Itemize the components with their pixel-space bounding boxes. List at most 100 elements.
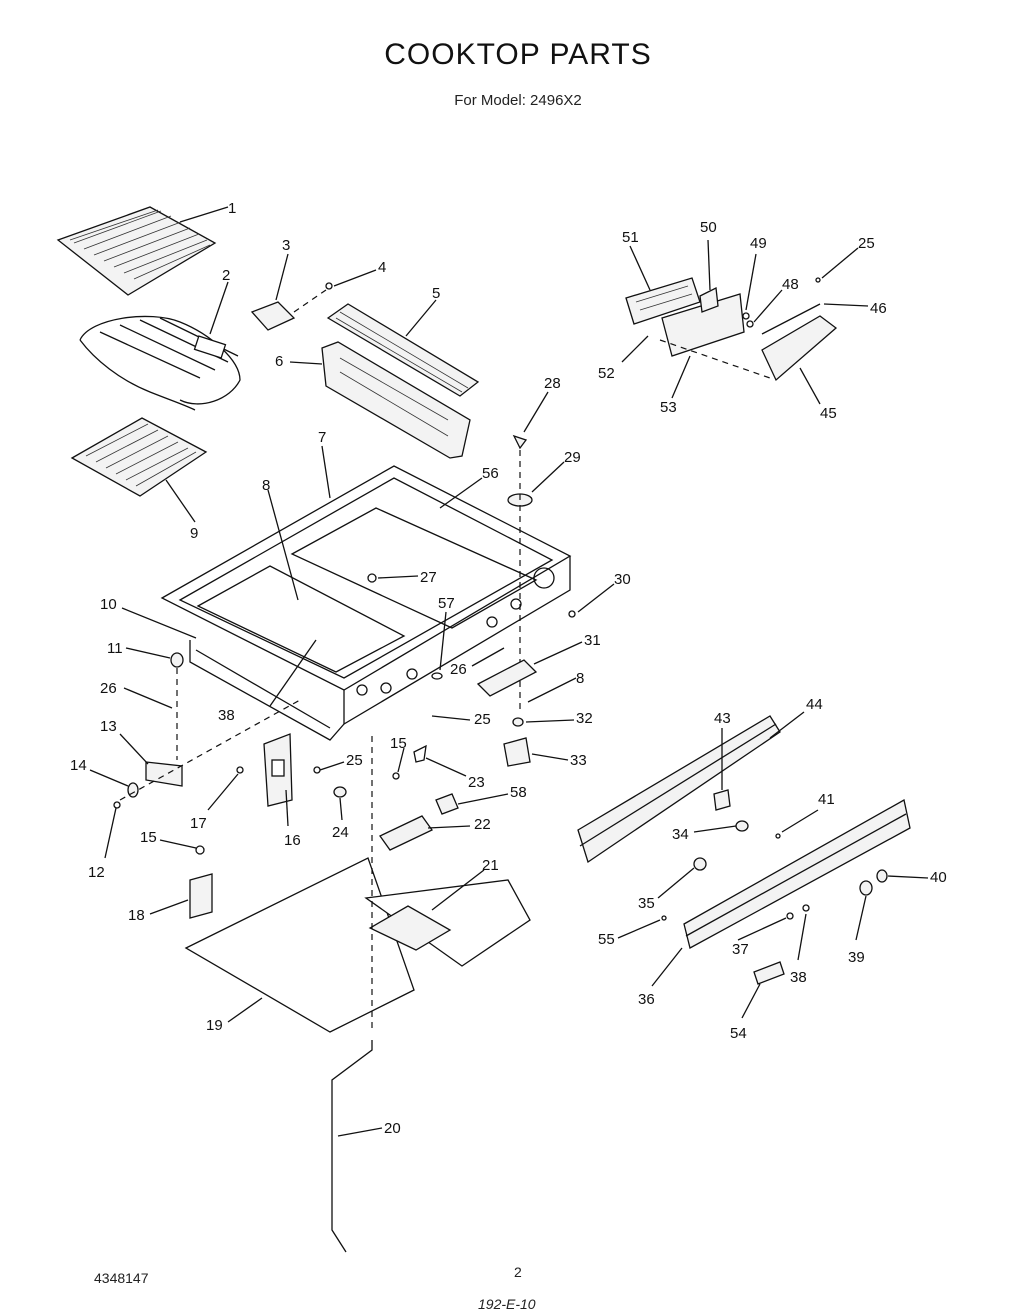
callout-28: 28 (544, 375, 561, 392)
part-23-clip (413, 744, 427, 763)
part-45-handle (761, 315, 838, 382)
callout-19: 19 (206, 1017, 223, 1034)
callout-8-b: 8 (576, 670, 584, 687)
callout-37: 37 (732, 941, 749, 958)
part-14-clip (127, 782, 139, 798)
callout-36: 36 (638, 991, 655, 1008)
callout-43: 43 (714, 710, 731, 727)
callout-13: 13 (100, 718, 117, 735)
part-9-drip-grate (70, 417, 208, 497)
part-32-washer (512, 717, 524, 727)
callout-25: 25 (346, 752, 363, 769)
part-48-washer (746, 320, 754, 328)
model-subtitle: For Model: 2496X2 (454, 92, 582, 109)
callout-53: 53 (660, 399, 677, 416)
callout-30: 30 (614, 571, 631, 588)
callout-2: 2 (222, 267, 230, 284)
part-31-bracket (476, 659, 538, 697)
callout-27: 27 (420, 569, 437, 586)
callout-55: 55 (598, 931, 615, 948)
part-41-screw (775, 833, 781, 839)
part-12-screw (113, 801, 121, 809)
callout-5: 5 (432, 285, 440, 302)
callout-8: 8 (262, 477, 270, 494)
callout-49: 49 (750, 235, 767, 252)
part-11-knob (170, 652, 184, 668)
callout-21: 21 (482, 857, 499, 874)
part-38-screw (802, 904, 810, 912)
callout-31: 31 (584, 632, 601, 649)
part-55-screw (661, 915, 667, 921)
callout-23: 23 (468, 774, 485, 791)
part-19-bottom-panel (184, 857, 415, 1033)
part-57-grommet (431, 672, 443, 680)
part-36-rail (683, 798, 911, 949)
part-24-grommet (333, 786, 347, 798)
part-40-knob (876, 869, 888, 883)
part-6-trim-panel (321, 341, 471, 459)
part-34-bushing (735, 820, 749, 832)
callout-52: 52 (598, 365, 615, 382)
part-2-heating-element (79, 315, 241, 411)
part-50-bracket (699, 287, 719, 313)
callout-22: 22 (474, 816, 491, 833)
part-5-vent-grille (326, 303, 480, 397)
part-25-screw (313, 766, 321, 774)
callout-20: 20 (384, 1120, 401, 1137)
part-37-screw (786, 912, 794, 920)
part-20-rod (331, 1040, 373, 1253)
callout-39: 39 (848, 949, 865, 966)
callout-38-b: 38 (218, 707, 235, 724)
part-15-lower-screw (195, 845, 205, 855)
callout-labels: 1 2 3 4 5 6 7 8 9 10 11 12 13 14 15 15 1… (70, 200, 947, 1137)
callout-35: 35 (638, 895, 655, 912)
callout-3: 3 (282, 237, 290, 254)
callout-12: 12 (88, 864, 105, 881)
part-3-terminal-block (250, 289, 327, 331)
part-44-rail (577, 715, 781, 864)
callout-40: 40 (930, 869, 947, 886)
part-25-upper-screw (815, 277, 821, 283)
part-49-screw (742, 312, 750, 320)
page-title: COOKTOP PARTS (384, 38, 652, 71)
part-35-bushing (693, 857, 707, 871)
callout-48: 48 (782, 276, 799, 293)
part-4-screw (325, 282, 333, 290)
callout-1: 1 (228, 200, 236, 217)
callout-44: 44 (806, 696, 823, 713)
part-1-grill-grate (56, 206, 217, 296)
callout-45: 45 (820, 405, 837, 422)
handwritten-code: 192-E-10 (478, 1296, 536, 1312)
part-17-screw (236, 766, 244, 774)
callout-10: 10 (100, 596, 117, 613)
part-15-screw (392, 772, 400, 780)
page-number: 2 (514, 1264, 522, 1280)
callout-15: 15 (140, 829, 157, 846)
callout-58: 58 (510, 784, 527, 801)
callout-6: 6 (275, 353, 283, 370)
callout-25-b: 25 (474, 711, 491, 728)
part-16-switch-bracket (263, 733, 293, 807)
part-30-screw (568, 610, 576, 618)
callout-16: 16 (284, 832, 301, 849)
callout-50: 50 (700, 219, 717, 236)
document-number: 4348147 (94, 1270, 149, 1286)
callout-38: 38 (790, 969, 807, 986)
part-28-cap (512, 434, 528, 450)
callout-11: 11 (107, 640, 123, 657)
callout-46: 46 (870, 300, 887, 317)
callout-34: 34 (672, 826, 689, 843)
part-58-bracket (435, 793, 459, 815)
callout-25-c: 25 (858, 235, 875, 252)
callout-9: 9 (190, 525, 198, 542)
callout-26-b: 26 (450, 661, 467, 678)
part-46-strip (761, 303, 821, 335)
part-43-bracket (713, 789, 731, 811)
callout-57: 57 (438, 595, 455, 612)
callout-41: 41 (818, 791, 835, 808)
callout-15-b: 15 (390, 735, 407, 752)
callout-26: 26 (100, 680, 117, 697)
callout-4: 4 (378, 259, 386, 276)
callout-7: 7 (318, 429, 326, 446)
